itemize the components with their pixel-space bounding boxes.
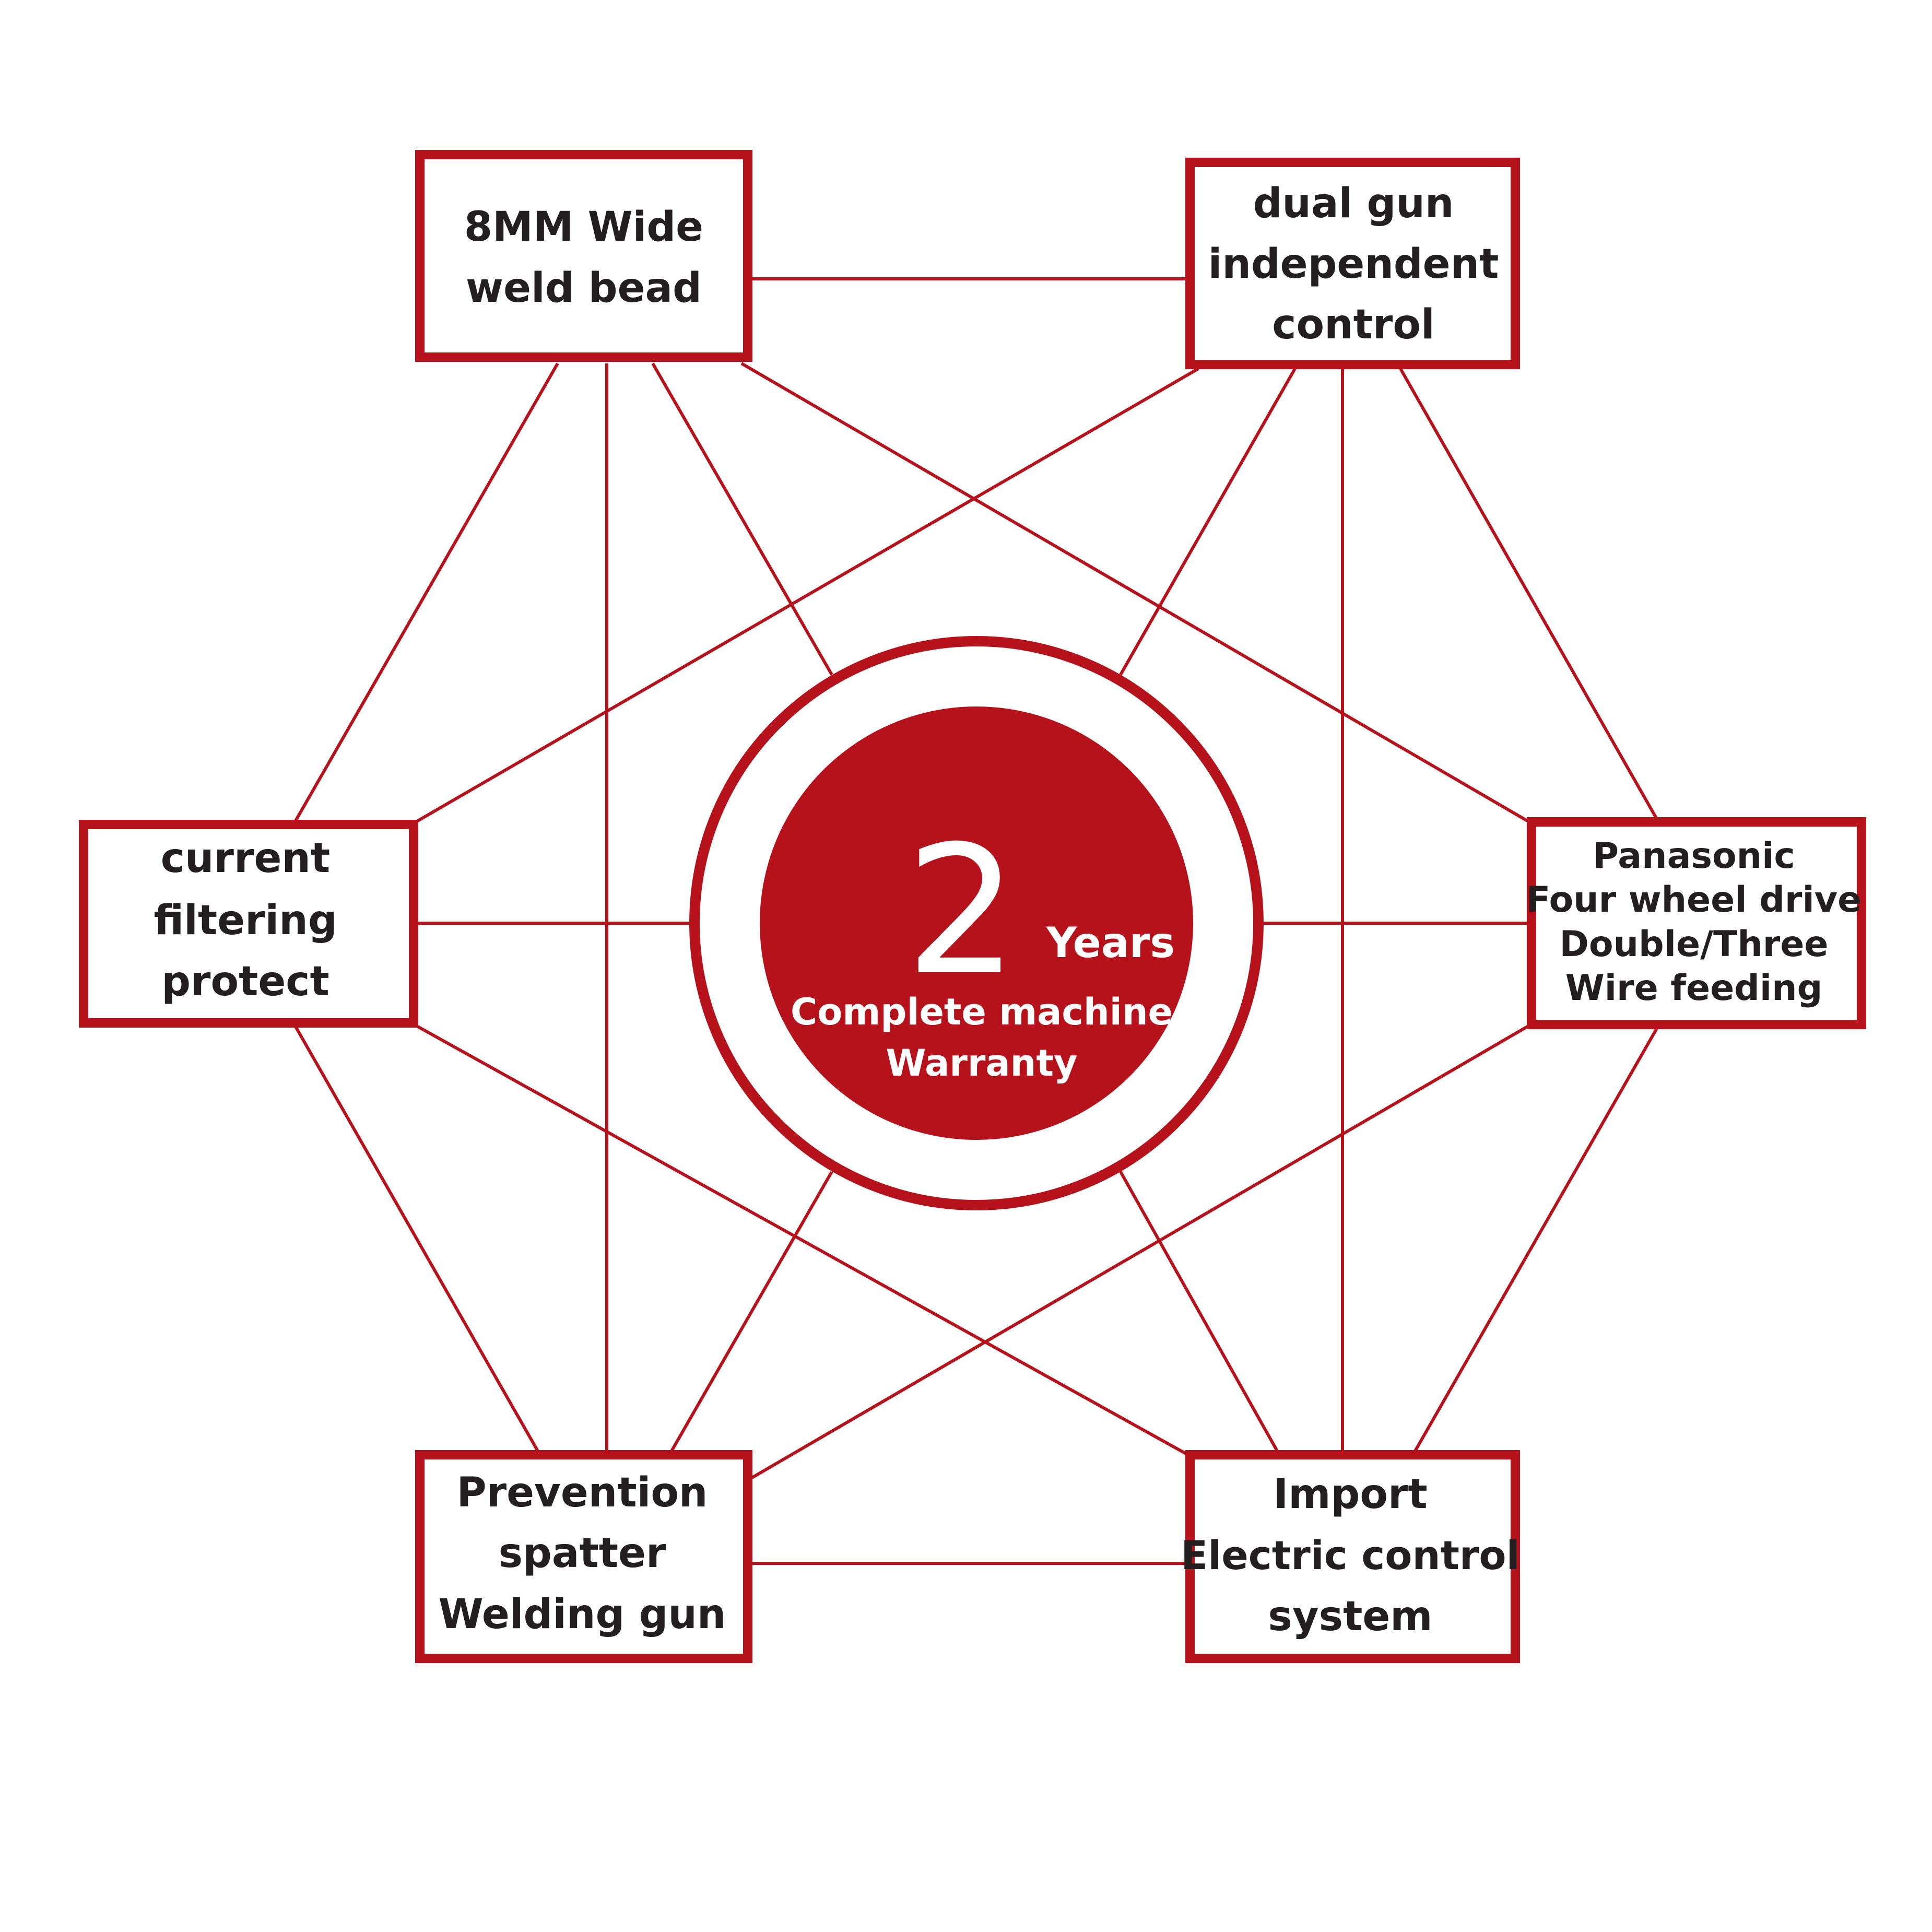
connector-top-left-left <box>294 362 559 822</box>
connector-lines <box>294 277 1659 1565</box>
center-inner-disc <box>760 706 1193 1140</box>
warranty-number: 2 <box>905 808 1018 1015</box>
node-top-left-line-1: 8MM Wide <box>464 204 703 251</box>
node-bottom-left-box <box>415 1450 752 1663</box>
node-bottom-right-line-1: Import <box>1273 1471 1427 1518</box>
node-bottom-left-line-3: Welding gun <box>439 1591 726 1638</box>
node-right: Panasonic Four wheel drive Double/Three … <box>1526 817 1866 1029</box>
node-right-line-4: Wire feeding <box>1565 968 1823 1009</box>
connector-top-right-right <box>1399 368 1659 822</box>
spoke-bottom-right <box>1119 1171 1281 1456</box>
node-top-right-box <box>1185 158 1520 369</box>
spoke-top-right <box>1119 368 1297 676</box>
node-top-left-line-2: weld bead <box>466 265 702 312</box>
node-top-right: dual gun independent control <box>1185 158 1520 369</box>
node-top-left: 8MM Wide weld bead <box>415 150 752 362</box>
node-bottom-right-box <box>1185 1450 1520 1663</box>
connector-left-bottom-left <box>294 1026 541 1456</box>
connector-top-left-right <box>740 362 1528 822</box>
node-left-line-2: filtering <box>154 897 337 944</box>
node-top-right-line-2: independent <box>1208 241 1499 288</box>
spoke-top-left <box>651 362 833 676</box>
node-right-line-1: Panasonic <box>1593 835 1795 877</box>
node-left-line-1: current <box>161 835 330 882</box>
connector-top-right-left <box>417 367 1199 822</box>
node-right-line-2: Four wheel drive <box>1526 879 1862 921</box>
node-left-line-3: protect <box>161 958 329 1005</box>
node-left: current filtering protect <box>79 820 418 1028</box>
node-right-box <box>1527 817 1866 1029</box>
node-top-right-line-3: control <box>1272 301 1434 348</box>
connector-right-bottom-right <box>1411 1026 1659 1456</box>
node-top-left-box <box>415 150 752 362</box>
spoke-bottom-left <box>668 1171 833 1456</box>
warranty-unit: Years <box>1046 918 1175 967</box>
node-right-line-3: Double/Three <box>1559 924 1828 965</box>
warranty-line-2: Warranty <box>886 1042 1077 1085</box>
node-bottom-left: Prevention spatter Welding gun <box>415 1450 752 1663</box>
node-bottom-left-line-2: spatter <box>499 1530 666 1577</box>
warranty-line-1: Complete machine <box>791 991 1173 1033</box>
center-badge: 2 Years Complete machine Warranty <box>689 636 1264 1210</box>
connector-right-bottom-left <box>751 1025 1528 1479</box>
connector-left-bottom-right <box>417 1025 1189 1456</box>
node-left-box <box>79 820 418 1028</box>
node-bottom-right: Import Electric control system <box>1181 1450 1520 1663</box>
node-top-right-line-1: dual gun <box>1253 180 1454 227</box>
node-bottom-right-line-3: system <box>1268 1593 1432 1640</box>
node-bottom-left-line-1: Prevention <box>457 1469 708 1516</box>
node-bottom-right-line-2: Electric control <box>1181 1532 1519 1578</box>
